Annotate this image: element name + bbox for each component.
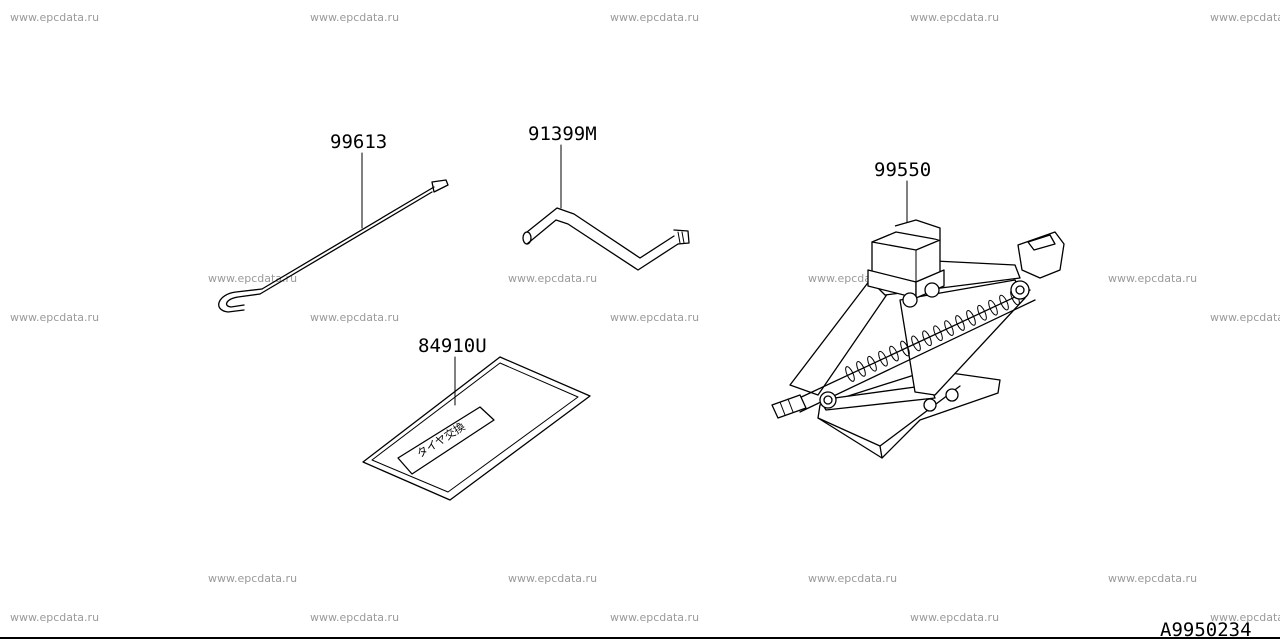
watermark-text: www.epcdata.ru — [208, 572, 297, 585]
watermark-text: www.epcdata.ru — [310, 11, 399, 24]
watermark-text: www.epcdata.ru — [1108, 272, 1197, 285]
watermark-layer: www.epcdata.ru www.epcdata.ru www.epcdata.… — [10, 11, 1280, 624]
watermark-text: www.epcdata.ru — [310, 311, 399, 324]
part-number-99613[interactable]: 99613 — [330, 131, 387, 153]
watermark-text: www.epcdata.ru — [1108, 572, 1197, 585]
watermark-text: www.epcdata.ru — [910, 11, 999, 24]
watermark-text: www.epcdata.ru — [910, 611, 999, 624]
watermark-text: www.epcdata.ru — [610, 611, 699, 624]
jack-handle-hook-icon — [218, 179, 449, 313]
tire-label-icon: タイヤ交換 — [362, 356, 591, 501]
label-sheet-text: タイヤ交換 — [414, 419, 467, 461]
part-number-99550[interactable]: 99550 — [874, 159, 931, 181]
scissor-jack-icon — [771, 219, 1065, 459]
screw-thread — [922, 330, 932, 347]
part-number-84910u[interactable]: 84910U — [418, 335, 487, 357]
diagram-reference: A9950234 — [1160, 619, 1252, 640]
watermark-text: www.epcdata.ru — [208, 272, 297, 285]
watermark-text: www.epcdata.ru — [1210, 311, 1280, 324]
watermark-text: www.epcdata.ru — [508, 272, 597, 285]
part-scissor-jack[interactable]: 99550 — [771, 159, 1065, 459]
watermark-text: www.epcdata.ru — [10, 11, 99, 24]
watermark-text: www.epcdata.ru — [310, 611, 399, 624]
watermark-text: www.epcdata.ru — [808, 572, 897, 585]
watermark-text: www.epcdata.ru — [10, 611, 99, 624]
screw-thread — [845, 366, 855, 382]
watermark-text: www.epcdata.ru — [610, 311, 699, 324]
screw-thread — [889, 345, 899, 362]
part-number-91399m[interactable]: 91399M — [528, 123, 597, 145]
watermark-text: www.epcdata.ru — [1210, 11, 1280, 24]
screw-thread — [911, 335, 921, 352]
watermark-text: www.epcdata.ru — [10, 311, 99, 324]
screw-thread — [977, 304, 987, 321]
watermark-text: www.epcdata.ru — [508, 572, 597, 585]
screw-thread — [933, 325, 943, 342]
screw-thread — [966, 310, 976, 326]
crank-handle-icon — [522, 207, 690, 271]
screw-thread — [900, 340, 910, 357]
screw-thread — [878, 350, 888, 367]
screw-thread — [867, 355, 877, 372]
screw-thread — [944, 320, 954, 336]
part-label-sheet[interactable]: 84910U タイヤ交換 — [362, 335, 591, 501]
screw-thread — [856, 361, 866, 377]
screw-thread — [955, 315, 965, 331]
part-hook-rod[interactable]: 99613 — [218, 131, 449, 313]
watermark-text: www.epcdata.ru — [1210, 611, 1280, 624]
part-crank-handle[interactable]: 91399M — [522, 123, 690, 271]
screw-thread — [999, 294, 1009, 311]
watermark-text: www.epcdata.ru — [610, 11, 699, 24]
screw-thread — [988, 299, 998, 316]
